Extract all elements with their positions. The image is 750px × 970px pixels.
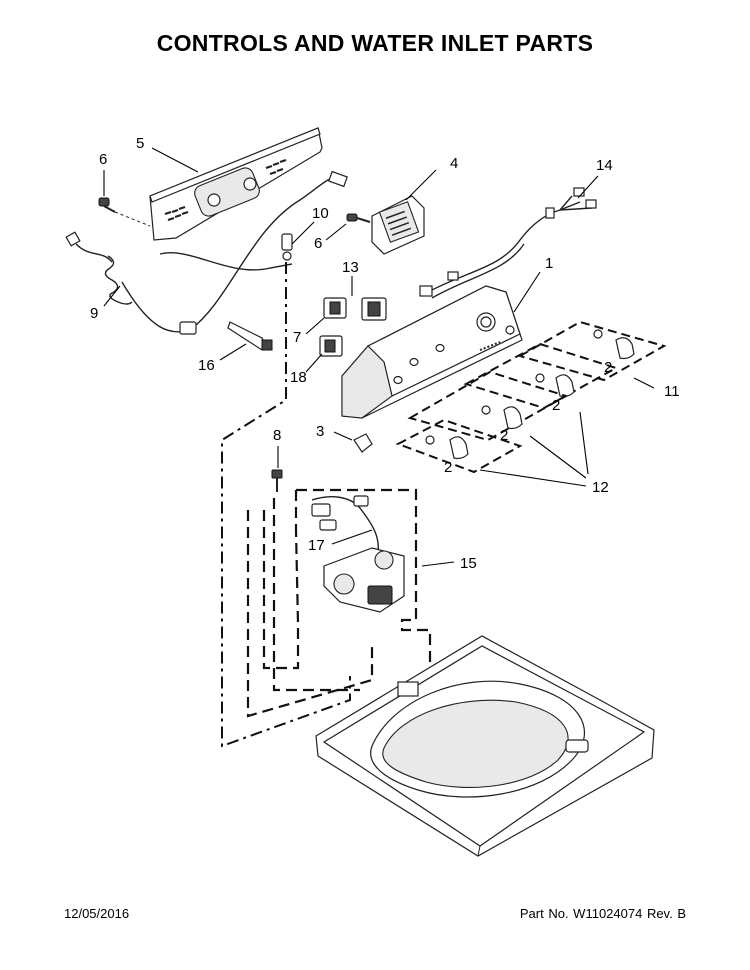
- callout-5: 5: [136, 135, 144, 152]
- page-title: CONTROLS AND WATER INLET PARTS: [156, 30, 594, 56]
- hose-route-line-3: [272, 498, 360, 692]
- hose-route-line-2: [246, 510, 374, 718]
- callout-7: 7: [293, 329, 301, 346]
- knob-group-12c: [395, 418, 523, 474]
- callout-labels: 1 2 2 2 2 2 3 4 5 6 6 7 8 9 10 11 12 13 …: [90, 135, 680, 572]
- screw-board: [346, 213, 371, 223]
- callout-17: 17: [308, 537, 325, 554]
- water-valve-assembly: [294, 488, 432, 702]
- callout-14: 14: [596, 157, 613, 174]
- callout-6a: 6: [99, 151, 107, 168]
- callout-2a: 2: [604, 359, 612, 376]
- cable-tie: [227, 321, 273, 351]
- control-board: [371, 195, 425, 255]
- control-console: [341, 285, 523, 419]
- callout-16: 16: [198, 357, 215, 374]
- power-cord: [65, 170, 348, 335]
- callout-15: 15: [460, 555, 477, 572]
- hose-route-line: [262, 510, 300, 670]
- callout-2b: 2: [552, 397, 560, 414]
- rear-console-panel: [149, 127, 323, 241]
- callout-18: 18: [290, 369, 307, 386]
- wire-route-line: [221, 262, 351, 748]
- leader-lines: [103, 147, 655, 567]
- callout-2c: 2: [500, 427, 508, 444]
- callout-6b: 6: [314, 235, 322, 252]
- callout-2d: 2: [444, 459, 452, 476]
- callout-11: 11: [664, 383, 680, 400]
- screw-left: [98, 197, 151, 227]
- callout-4: 4: [450, 155, 458, 172]
- footer-part-info: Part No. W11024074 Rev. B: [519, 906, 686, 921]
- washer-top-cabinet: [315, 635, 655, 857]
- callout-12: 12: [592, 479, 609, 496]
- switch-part-13b: [361, 297, 387, 321]
- screw-part-8: [271, 469, 283, 492]
- switch-part-18: [319, 335, 343, 357]
- callout-8: 8: [273, 427, 281, 444]
- callout-3: 3: [316, 423, 324, 440]
- callout-9: 9: [90, 305, 98, 322]
- knob-group-12b: [407, 370, 569, 442]
- wire-harness-14: [419, 187, 597, 299]
- footer-date: 12/05/2016: [64, 906, 130, 921]
- knob-group-11: [517, 320, 667, 382]
- clip-part-10: [281, 233, 293, 261]
- callout-1: 1: [545, 255, 553, 272]
- switch-part-13a: [323, 297, 347, 319]
- callout-13: 13: [342, 259, 359, 276]
- clip-part-3: [353, 433, 373, 453]
- callout-10: 10: [312, 205, 329, 222]
